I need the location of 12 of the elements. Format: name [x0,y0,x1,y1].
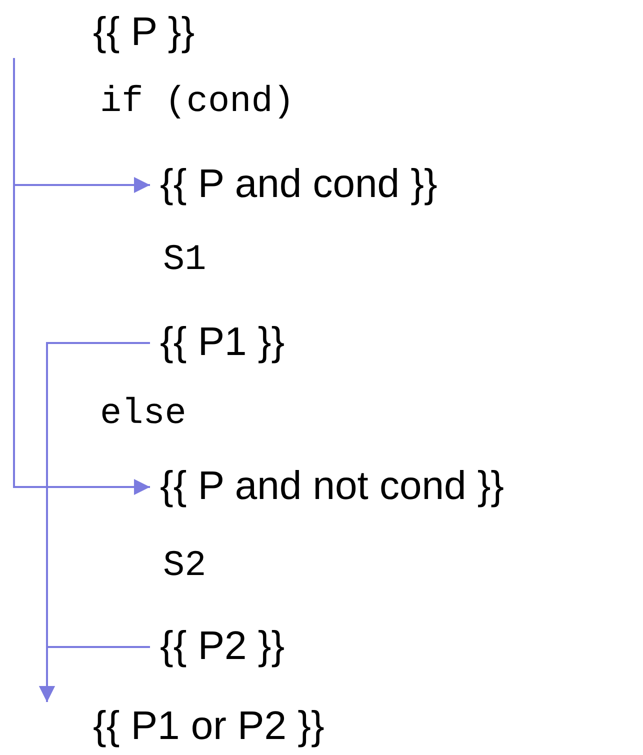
assertion-text: {{ P2 }} [150,622,285,672]
code-line: if (cond) [100,80,294,124]
assertion-text: {{ P and not cond }} [150,462,504,512]
code-line: else [100,392,186,436]
assertion-text: {{ P1 }} [150,318,285,368]
arrow [39,646,150,702]
assertion-text: {{ P1 or P2 }} [30,702,324,752]
code-line: S2 [163,544,206,588]
assertion-text: {{ P and cond }} [150,160,438,210]
arrow [13,58,150,495]
code-line: S1 [163,238,206,282]
assertion-text: {{ P }} [14,8,195,58]
